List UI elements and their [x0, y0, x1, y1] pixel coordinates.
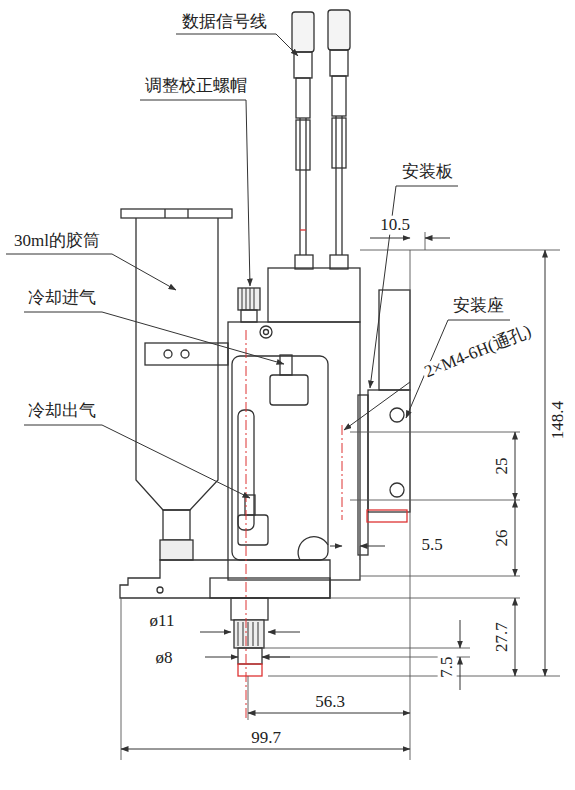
callout-label: 2×M4-6H(通孔): [420, 321, 536, 382]
dimension-text: 148.4: [549, 399, 568, 441]
dimension-text: 56.3: [313, 693, 347, 712]
dimension-text: 99.7: [249, 729, 283, 748]
dimension-text: 27.7: [493, 620, 512, 654]
callout-label: 安装座: [451, 297, 506, 316]
callout-label: 安装板: [400, 163, 455, 182]
callout-label: 冷却进气: [26, 289, 98, 308]
callout-label: 30ml的胶筒: [12, 232, 102, 251]
dimension-text: ø8: [154, 649, 175, 668]
callout-label: 冷却出气: [26, 402, 98, 421]
callout-label: 调整校正螺帽: [143, 77, 249, 96]
dimension-text: 25: [493, 456, 512, 477]
dimension-text: 5.5: [419, 536, 444, 555]
dimension-text: ø11: [148, 612, 177, 631]
dimension-text: 7.5: [438, 654, 457, 679]
callout-label: 数据信号线: [180, 13, 269, 32]
dimension-text: 26: [493, 528, 512, 549]
dimension-text: 10.5: [378, 216, 412, 235]
